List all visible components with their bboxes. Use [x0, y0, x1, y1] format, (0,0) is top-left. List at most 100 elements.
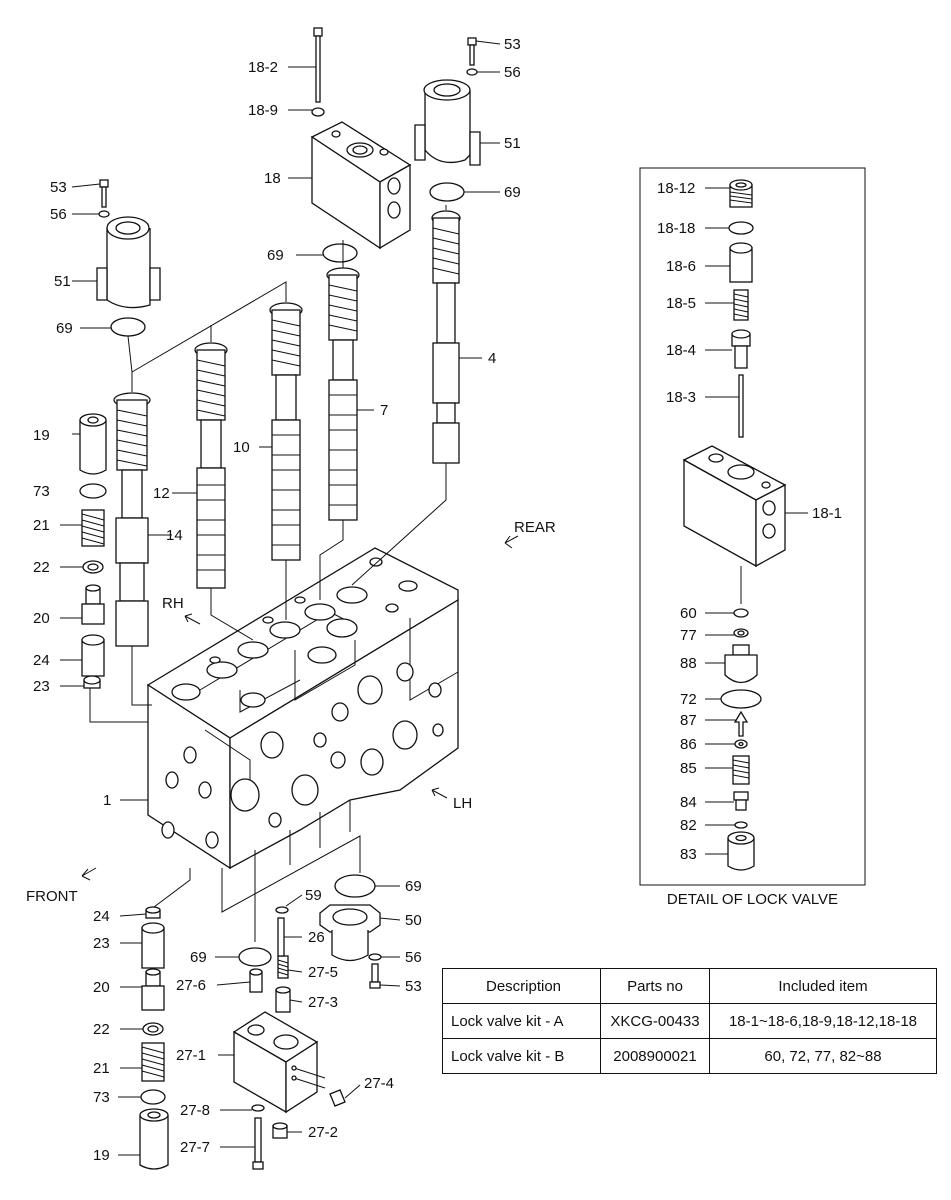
label-59: 59 [305, 887, 322, 904]
label-27-4: 27-4 [364, 1075, 394, 1092]
label-14: 14 [166, 527, 183, 544]
direction-front: FRONT [26, 888, 78, 905]
cell-description: Lock valve kit - A [442, 1003, 601, 1039]
label-51-a: 51 [504, 135, 521, 152]
detail-caption: DETAIL OF LOCK VALVE [666, 891, 839, 908]
label-4: 4 [488, 350, 496, 367]
detail-box [639, 167, 866, 886]
label-27-7: 27-7 [180, 1139, 210, 1156]
label-21-b: 21 [93, 1060, 110, 1077]
spool-10 [269, 302, 303, 561]
washer-18-9 [311, 107, 325, 117]
label-18-9: 18-9 [248, 102, 278, 119]
main-valve-body [146, 547, 459, 895]
label-27-6: 27-6 [176, 977, 206, 994]
label-19-a: 19 [33, 427, 50, 444]
bolt-18-2 [313, 27, 323, 103]
label-73-a: 73 [33, 483, 50, 500]
label-27-1: 27-1 [176, 1047, 206, 1064]
spool-12 [194, 342, 228, 589]
table-row: Lock valve kit - B 2008900021 60, 72, 77… [442, 1038, 937, 1074]
detail-label-18-12: 18-12 [657, 180, 695, 197]
label-56-c: 56 [405, 949, 422, 966]
label-53-a: 53 [504, 36, 521, 53]
table-header-row: Description Parts no Included item [442, 968, 937, 1004]
spool-7 [326, 267, 360, 521]
lock-valve-block-18 [310, 121, 412, 250]
o-ring-69-lower-right [334, 874, 376, 898]
cell-included-item: 60, 72, 77, 82~88 [709, 1038, 937, 1074]
detail-label-84: 84 [680, 794, 697, 811]
part-labels: 18-2 18-9 18 69 53 56 51 69 53 56 51 69 … [33, 36, 842, 1164]
label-73-b: 73 [93, 1089, 110, 1106]
direction-rh: RH [162, 595, 184, 612]
detail-label-72: 72 [680, 691, 697, 708]
o-ring-69-center [322, 243, 358, 263]
table-row: Lock valve kit - A XKCG-00433 18-1~18-6,… [442, 1003, 937, 1039]
direction-lh: LH [453, 795, 472, 812]
detail-label-88: 88 [680, 655, 697, 672]
label-50: 50 [405, 912, 422, 929]
detail-leaders [705, 187, 808, 855]
direction-labels: REAR RH LH FRONT [26, 519, 556, 905]
lock-valve-kit-table: Description Parts no Included item Lock … [442, 968, 937, 1074]
label-24-b: 24 [93, 908, 110, 925]
detail-label-18-6: 18-6 [666, 258, 696, 275]
solenoid-51-left [96, 179, 161, 309]
label-69-a: 69 [267, 247, 284, 264]
detail-label-18-4: 18-4 [666, 342, 696, 359]
label-leaders [60, 40, 501, 1156]
label-69-d: 69 [190, 949, 207, 966]
label-12: 12 [153, 485, 170, 502]
label-20-b: 20 [93, 979, 110, 996]
detail-parts [682, 179, 787, 871]
solenoid-51-upper [414, 37, 481, 166]
cell-included-item: 18-1~18-6,18-9,18-12,18-18 [709, 1003, 937, 1039]
label-7: 7 [380, 402, 388, 419]
detail-label-18-3: 18-3 [666, 389, 696, 406]
detail-label-83: 83 [680, 846, 697, 863]
label-53-c: 53 [405, 978, 422, 995]
label-22-a: 22 [33, 559, 50, 576]
cell-description: Lock valve kit - B [442, 1038, 601, 1074]
label-26: 26 [308, 929, 325, 946]
label-51-b: 51 [54, 273, 71, 290]
header-parts-no: Parts no [600, 968, 710, 1004]
direction-rear: REAR [514, 519, 556, 536]
label-18-2: 18-2 [248, 59, 278, 76]
label-56-a: 56 [504, 64, 521, 81]
bottom-left-stack-parts [139, 906, 169, 1170]
o-ring-69-left [110, 317, 146, 337]
detail-label-87: 87 [680, 712, 697, 729]
label-56-b: 56 [50, 206, 67, 223]
cell-parts-no: XKCG-00433 [600, 1003, 710, 1039]
spool-4 [431, 210, 461, 464]
label-27-5: 27-5 [308, 964, 338, 981]
label-69-e: 69 [405, 878, 422, 895]
cover-50 [319, 904, 382, 989]
label-10: 10 [233, 439, 250, 456]
label-69-b: 69 [504, 184, 521, 201]
label-1: 1 [103, 792, 111, 809]
label-22-b: 22 [93, 1021, 110, 1038]
label-27-2: 27-2 [308, 1124, 338, 1141]
detail-label-18-1: 18-1 [812, 505, 842, 522]
cell-parts-no: 2008900021 [600, 1038, 710, 1074]
detail-label-18-18: 18-18 [657, 220, 695, 237]
detail-label-85: 85 [680, 760, 697, 777]
label-27-3: 27-3 [308, 994, 338, 1011]
detail-label-77: 77 [680, 627, 697, 644]
detail-label-18-5: 18-5 [666, 295, 696, 312]
header-included-item: Included item [709, 968, 937, 1004]
detail-label-60: 60 [680, 605, 697, 622]
header-description: Description [442, 968, 601, 1004]
label-23-b: 23 [93, 935, 110, 952]
label-24-a: 24 [33, 652, 50, 669]
label-27-8: 27-8 [180, 1102, 210, 1119]
label-19-b: 19 [93, 1147, 110, 1164]
detail-label-82: 82 [680, 817, 697, 834]
label-21-a: 21 [33, 517, 50, 534]
label-18: 18 [264, 170, 281, 187]
spool-14 [113, 392, 151, 647]
